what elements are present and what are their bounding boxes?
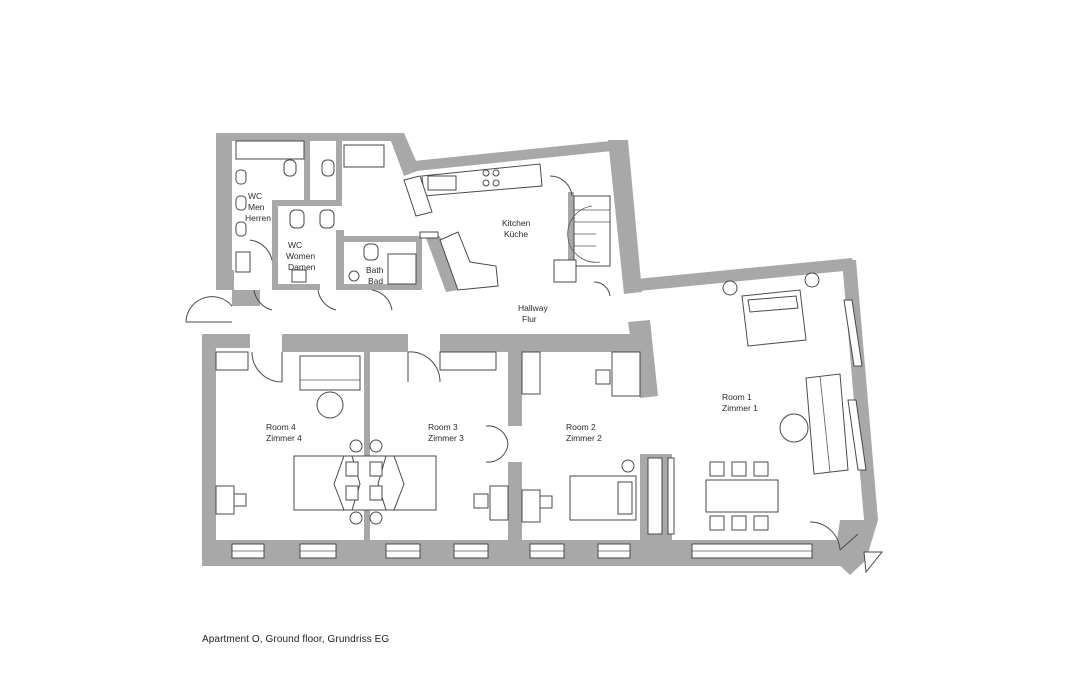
hallway-label: Hallway Flur [518,303,550,324]
room2-label: Room 2 Zimmer 2 [566,422,602,443]
room2-furniture [521,351,675,535]
room3-furniture [439,351,509,521]
wc-women-label: WC Women Damen [286,240,318,272]
sanitary-fixtures [235,140,417,285]
plan-caption: Apartment O, Ground floor, Grundriss EG [202,634,390,645]
room4-label: Room 4 Zimmer 4 [266,422,302,443]
room1-label: Room 1 Zimmer 1 [722,392,758,413]
room3-label: Room 3 Zimmer 3 [428,422,464,443]
kitchen-fixtures [403,163,611,291]
wc-men-label: WC Men Herren [245,191,271,223]
windows [231,299,867,559]
room1-furniture [705,272,884,574]
kitchen-label: Kitchen Küche [502,218,533,239]
walls [202,133,878,575]
room-labels: WC Men Herren WC Women Damen Bath Bad Ki… [245,191,758,443]
room4-furniture [215,351,437,525]
doors [185,175,859,551]
bath-label: Bath Bad [366,265,386,286]
